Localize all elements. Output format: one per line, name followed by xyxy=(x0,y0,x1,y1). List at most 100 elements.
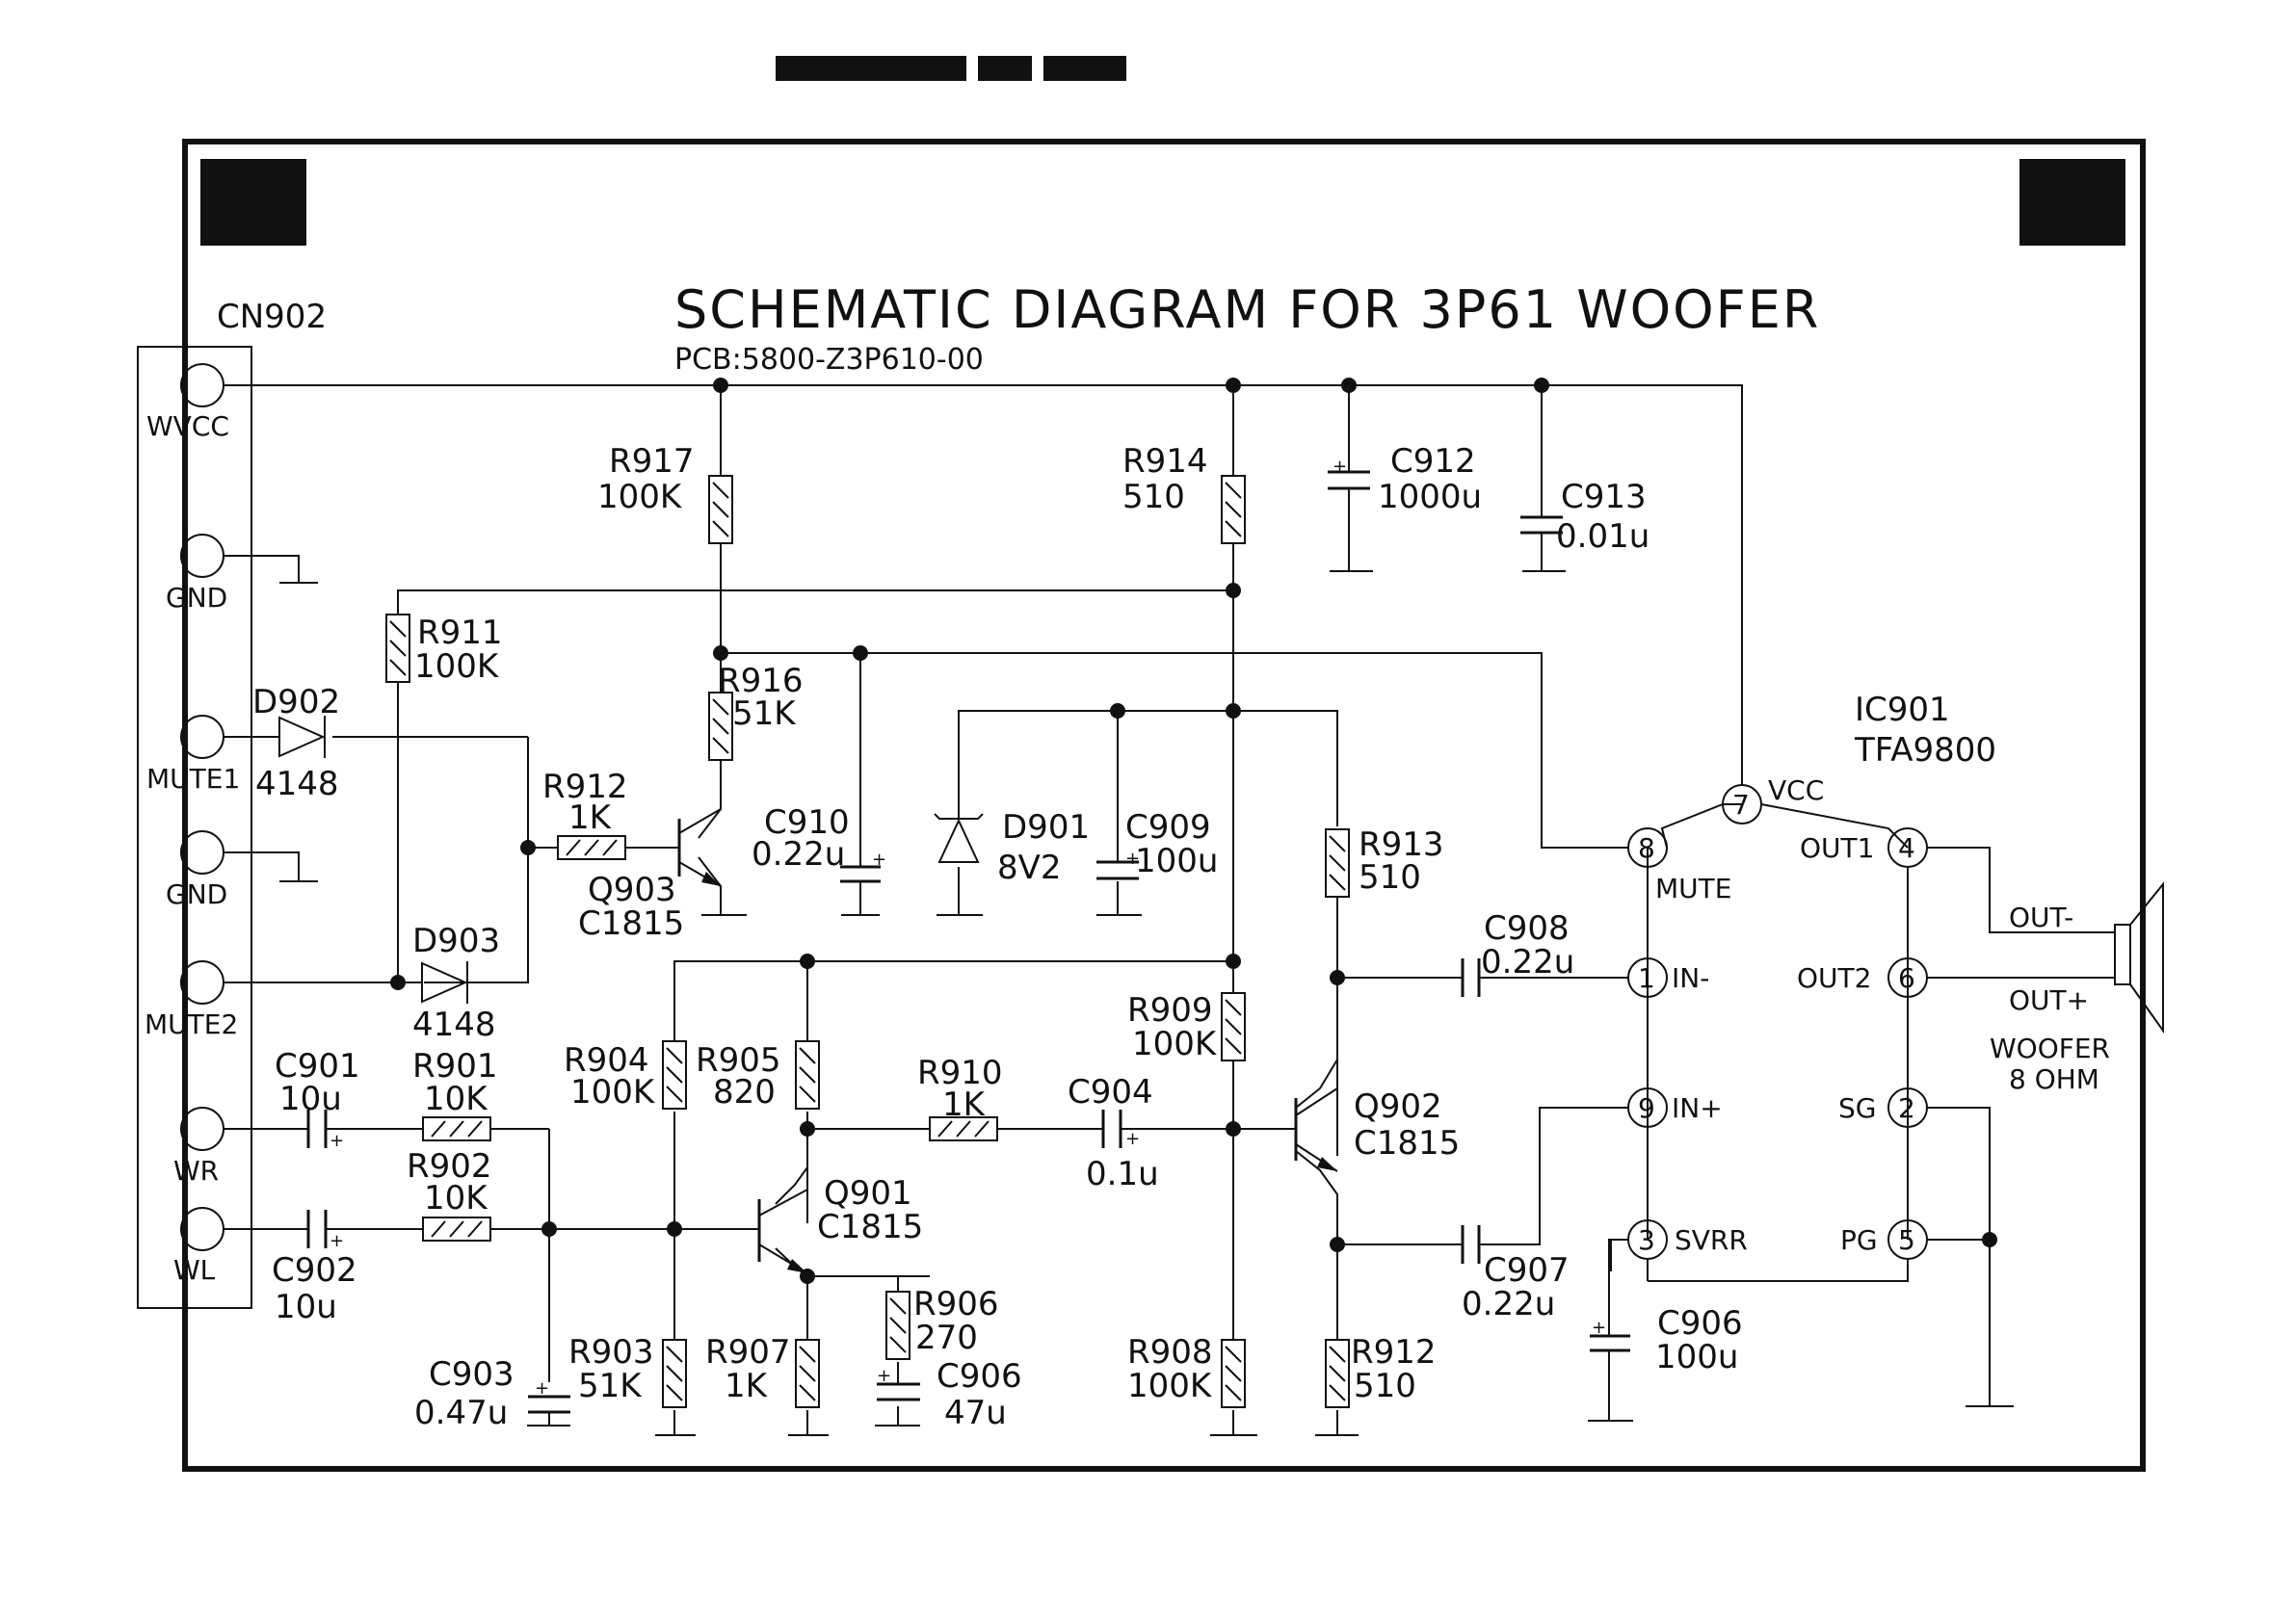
out-plus-label: OUT+ xyxy=(2009,984,2089,1016)
resistor-r904 xyxy=(662,1040,687,1110)
label-d903-ref: D903 xyxy=(412,922,500,960)
zener-d901 xyxy=(934,813,984,863)
resistor-r912-1k xyxy=(557,835,626,860)
label-c901-val: 10u xyxy=(279,1080,342,1118)
corner-block-right xyxy=(2019,159,2125,246)
label-r906-ref: R906 xyxy=(913,1285,999,1323)
speaker-impedance: 8 OHM xyxy=(2009,1063,2099,1095)
connector-ref: CN902 xyxy=(217,298,327,336)
svg-text:+: + xyxy=(877,1366,891,1386)
label-r912b-ref: R912 xyxy=(1351,1333,1437,1372)
resistor-r909 xyxy=(1221,992,1246,1061)
pin-label-mute2: MUTE2 xyxy=(145,1008,238,1040)
label-r906-val: 270 xyxy=(915,1319,978,1357)
ic-pin-1 xyxy=(1627,957,1668,998)
label-c906b-ref: C906 xyxy=(937,1357,1022,1396)
resistor-r916 xyxy=(708,692,733,761)
resistor-r911 xyxy=(385,614,410,683)
ic-pin-2-name: SG xyxy=(1838,1092,1876,1124)
diode-d902 xyxy=(278,716,326,758)
label-q902-ref: Q902 xyxy=(1354,1087,1442,1126)
ic901: IC901 TFA9800 7 VCC 8 MUTE 1 IN- 9 IN+ 3… xyxy=(1627,691,1996,1282)
label-q903-ref: Q903 xyxy=(588,871,676,909)
svg-text:+: + xyxy=(872,850,886,870)
label-r912a-val: 1K xyxy=(568,798,613,837)
label-r905-val: 820 xyxy=(713,1073,776,1112)
svg-text:+: + xyxy=(330,1131,344,1151)
resistor-r902 xyxy=(422,1217,491,1242)
label-q901-val: C1815 xyxy=(817,1208,923,1246)
label-r904-val: 100K xyxy=(570,1073,656,1112)
drawing-frame xyxy=(182,139,2146,1472)
page-title: SCHEMATIC DIAGRAM FOR 3P61 WOOFER xyxy=(674,279,1820,340)
svrr-capacitor xyxy=(1588,1240,1633,1422)
ic-ref: IC901 xyxy=(1855,691,1950,729)
label-r903-val: 51K xyxy=(578,1367,643,1405)
label-c913-ref: C913 xyxy=(1561,478,1647,516)
ic-pin-1-name: IN- xyxy=(1672,962,1709,994)
capacitors xyxy=(306,470,1563,1426)
label-r907-ref: R907 xyxy=(705,1333,791,1372)
ic-pin-7 xyxy=(1722,784,1762,825)
ic-pin-8-num: 8 xyxy=(1638,832,1655,864)
label-r905-ref: R905 xyxy=(696,1041,781,1080)
corner-block-left xyxy=(200,159,306,246)
label-r912a-ref: R912 xyxy=(542,768,628,806)
ic-pin-8-name: MUTE xyxy=(1655,873,1731,904)
out-minus-label: OUT- xyxy=(2009,902,2073,933)
label-r916-val: 51K xyxy=(732,694,797,733)
label-r913-val: 510 xyxy=(1359,858,1421,897)
pin-label-gnd-2: GND xyxy=(166,878,227,910)
svg-text:+: + xyxy=(1333,457,1347,477)
label-r911-ref: R911 xyxy=(417,614,503,652)
ic-pin-4-name: OUT1 xyxy=(1800,832,1874,864)
label-r908-ref: R908 xyxy=(1127,1333,1213,1372)
resistor-r914 xyxy=(1221,475,1246,544)
ic-pin-7-num: 7 xyxy=(1732,789,1750,821)
transistor-q903 xyxy=(677,808,722,887)
label-c904-ref: C904 xyxy=(1068,1073,1153,1112)
ic-pin-6-num: 6 xyxy=(1898,962,1915,994)
resistor-r906 xyxy=(885,1291,910,1360)
label-c910-ref: C910 xyxy=(764,803,850,842)
label-q901-ref: Q901 xyxy=(824,1174,912,1213)
resistor-r907 xyxy=(795,1339,820,1408)
ic-pin-7-name: VCC xyxy=(1768,774,1824,806)
speaker-woofer xyxy=(2114,881,2164,1034)
label-c903-val: 0.47u xyxy=(414,1394,508,1432)
label-d903-val: 4148 xyxy=(412,1006,496,1044)
connector-cn902: CN902 WVCC GND MUTE1 GND MUTE2 WR WL xyxy=(137,298,327,1309)
header-bars xyxy=(776,56,1126,81)
label-c903-ref: C903 xyxy=(429,1355,515,1394)
pin-label-wr: WR xyxy=(173,1155,219,1187)
resistor-r903 xyxy=(662,1339,687,1408)
label-c906b-val: 47u xyxy=(944,1394,1007,1432)
label-r912b-val: 510 xyxy=(1354,1367,1416,1405)
ic-pin-3-num: 3 xyxy=(1638,1224,1655,1256)
label-r914-val: 510 xyxy=(1122,478,1185,516)
svg-text:+: + xyxy=(1125,1129,1140,1149)
ic-pin-1-num: 1 xyxy=(1638,962,1655,994)
label-c902-ref: C902 xyxy=(272,1251,357,1290)
resistor-r913 xyxy=(1325,828,1350,898)
label-c909-val: 100u xyxy=(1135,842,1218,880)
svg-text:+: + xyxy=(330,1231,344,1251)
ic-pin-8 xyxy=(1627,827,1668,868)
label-r903-ref: R903 xyxy=(568,1333,654,1372)
ic-pin-5-name: PG xyxy=(1840,1224,1878,1256)
label-c908-ref: C908 xyxy=(1484,909,1570,948)
svg-text:+: + xyxy=(1125,849,1140,869)
label-q903-val: C1815 xyxy=(578,904,684,943)
transistor-q901 xyxy=(757,1189,808,1274)
label-c904-val: 0.1u xyxy=(1086,1155,1159,1193)
component-labels: R917 100K R914 510 C912 1000u C913 0.01u… xyxy=(252,442,1743,1432)
pin-label-wvcc: WVCC xyxy=(146,410,229,442)
resistor-r905 xyxy=(795,1040,820,1110)
label-c913-val: 0.01u xyxy=(1556,517,1649,556)
label-c910-val: 0.22u xyxy=(752,835,845,874)
ic-pin-9-num: 9 xyxy=(1638,1092,1655,1124)
diode-d903 xyxy=(421,961,528,1004)
label-c912-val: 1000u xyxy=(1378,478,1482,516)
svg-text:+: + xyxy=(1592,1318,1606,1338)
label-c909-ref: C909 xyxy=(1125,808,1211,847)
